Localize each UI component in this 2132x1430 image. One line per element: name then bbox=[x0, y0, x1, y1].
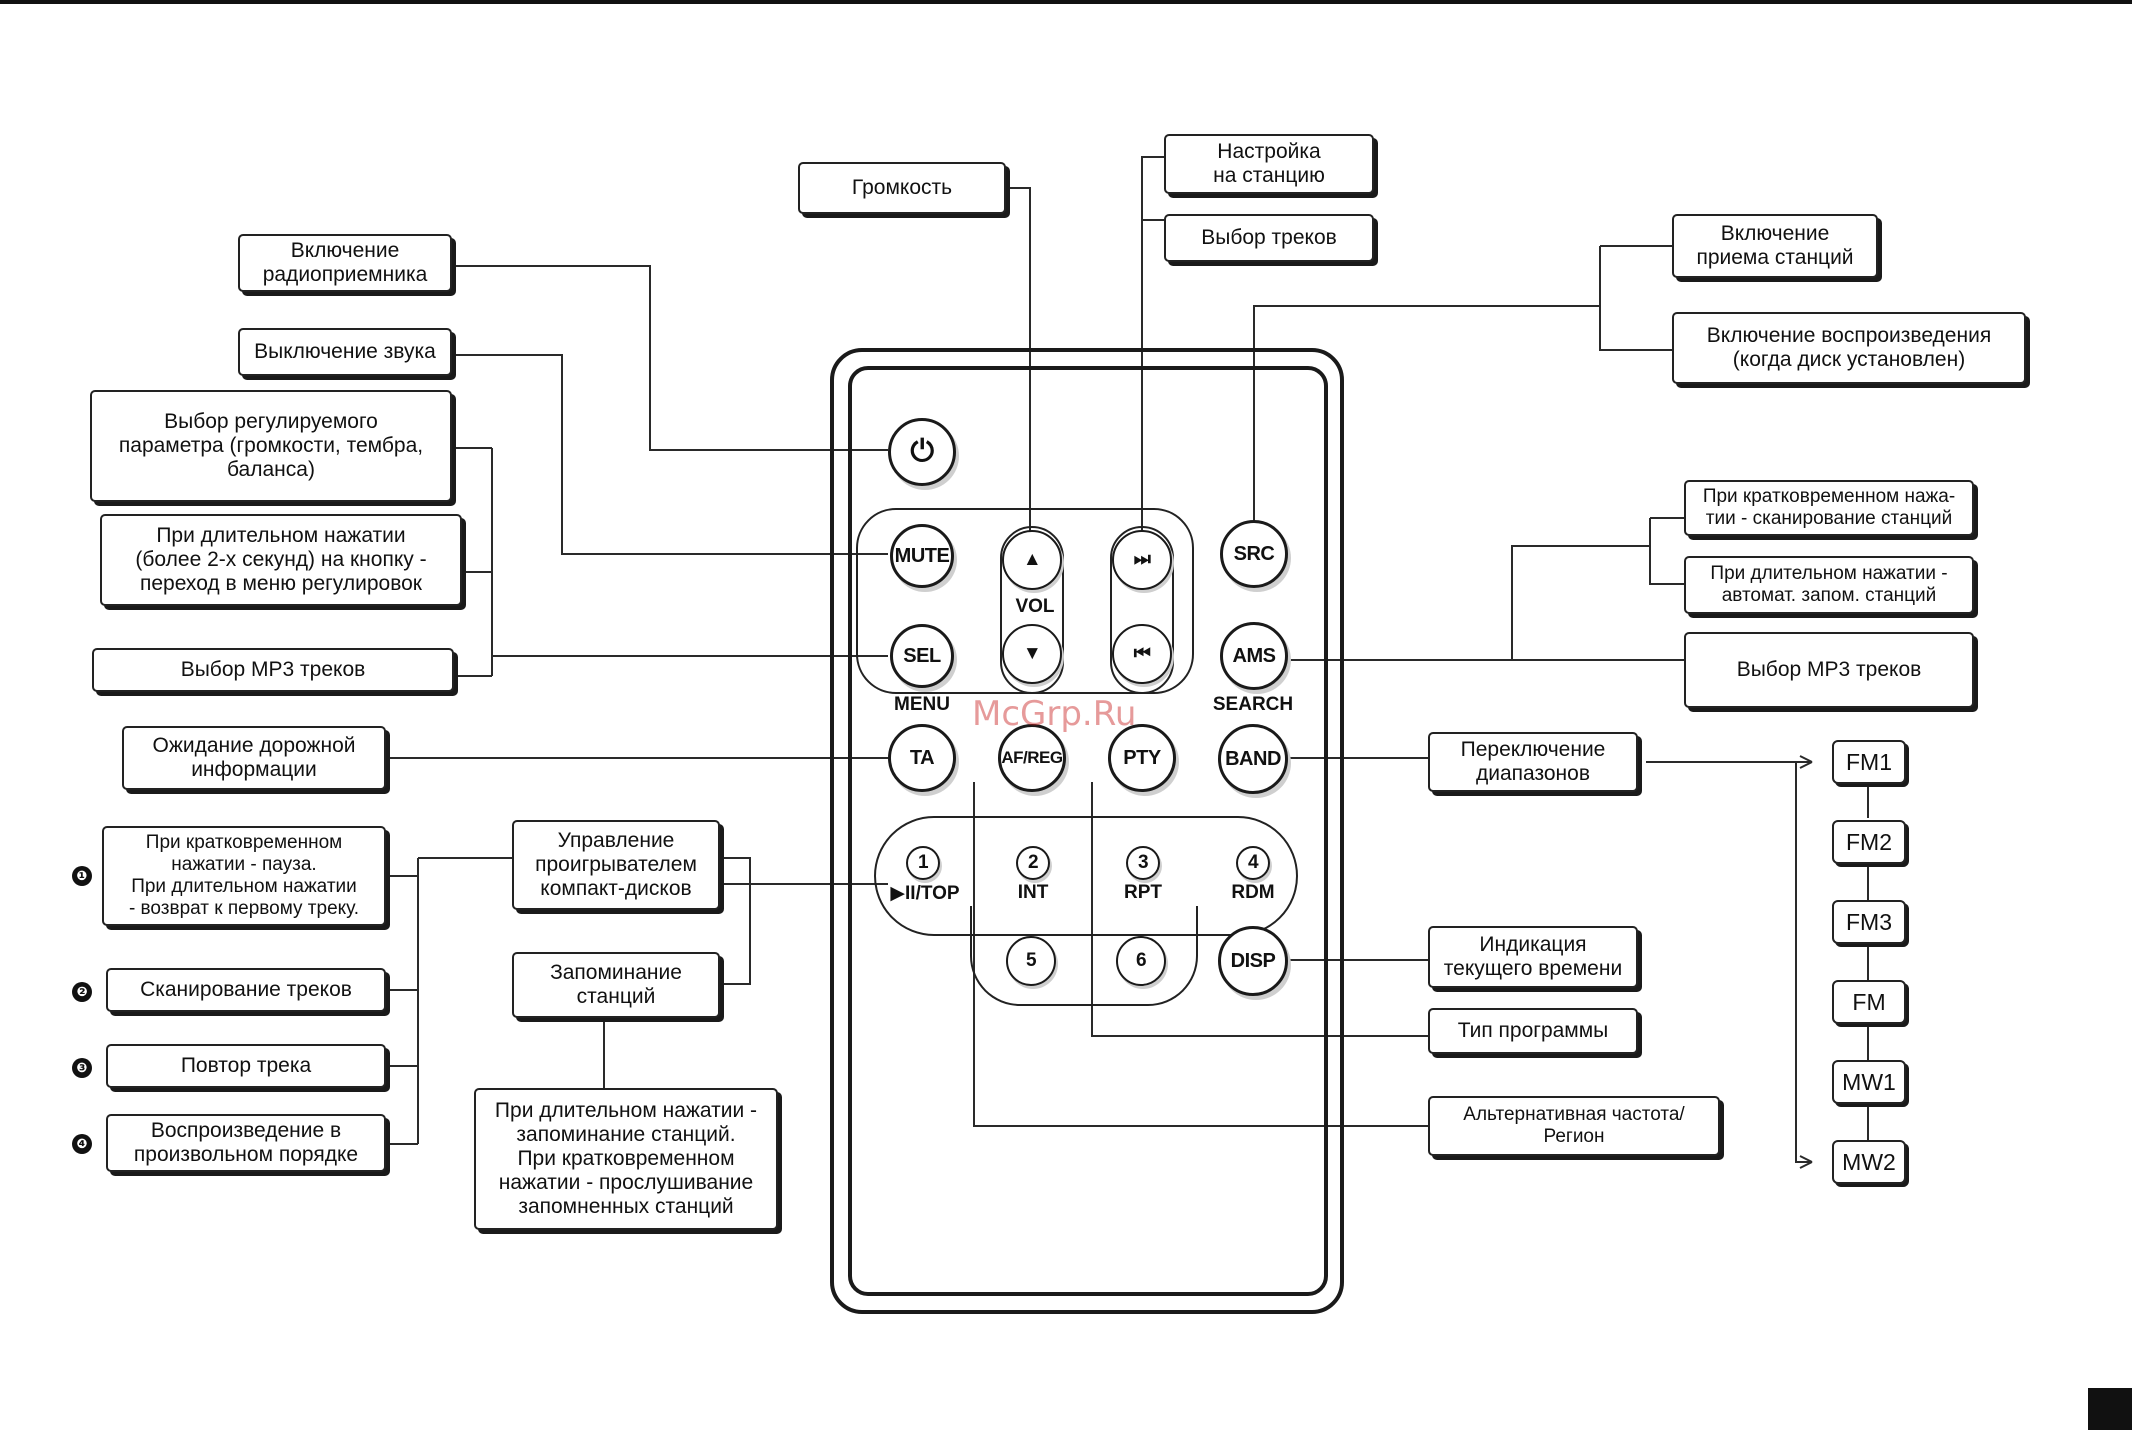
mp3-right-callout: Выбор MP3 треков bbox=[1684, 632, 1974, 708]
ams-button[interactable]: AMS bbox=[1220, 622, 1288, 690]
preset-2-button[interactable]: 2 bbox=[1016, 846, 1050, 880]
long-auto-callout: При длительном нажатии - автомат. запом.… bbox=[1684, 556, 1974, 614]
program-type-callout: Тип программы bbox=[1428, 1008, 1638, 1054]
power-icon: ⏻ bbox=[910, 435, 934, 468]
rpt-label: RPT bbox=[1124, 882, 1162, 903]
triangle-up-icon: ▲ bbox=[1022, 549, 1042, 570]
short-scan-callout: При кратковременном нажа- тии - сканиров… bbox=[1684, 480, 1974, 536]
search-label: SEARCH bbox=[1212, 694, 1294, 715]
bullet-3: ❸ bbox=[72, 1058, 92, 1078]
menu-label: MENU bbox=[894, 694, 950, 715]
random-callout: Воспроизведение в произвольном порядке bbox=[106, 1114, 386, 1172]
preset-6-button[interactable]: 6 bbox=[1116, 936, 1166, 986]
vol-rocker bbox=[1000, 526, 1064, 694]
disp-button[interactable]: DISP bbox=[1218, 926, 1288, 996]
bullet-1: ❶ bbox=[72, 866, 92, 886]
vol-label: VOL bbox=[1015, 596, 1055, 617]
traffic-wait-callout: Ожидание дорожной информации bbox=[122, 726, 386, 790]
tuning-callout: Настройка на станцию bbox=[1164, 134, 1374, 194]
playback-on-callout: Включение воспроизведения (когда диск ус… bbox=[1672, 312, 2026, 384]
radio-on-callout: Включение радиоприемника bbox=[238, 234, 452, 292]
alt-freq-callout: Альтернативная частота/ Регион bbox=[1428, 1096, 1720, 1156]
station-receive-callout: Включение приема станций bbox=[1672, 214, 1878, 278]
vol-up-button[interactable]: ▲ bbox=[1002, 530, 1062, 590]
mp3-left-callout: Выбор MP3 треков bbox=[92, 648, 454, 692]
int-label: INT bbox=[1017, 882, 1049, 903]
track-rocker bbox=[1110, 526, 1174, 694]
param-select-callout: Выбор регулируемого параметра (громкости… bbox=[90, 390, 452, 502]
clock-callout: Индикация текущего времени bbox=[1428, 926, 1638, 988]
long-press-menu-callout: При длительном нажатии (более 2-х секунд… bbox=[100, 514, 462, 606]
memory-info-callout: При длительном нажатии - запоминание ста… bbox=[474, 1088, 778, 1230]
volume-callout: Громкость bbox=[798, 162, 1006, 214]
band-mw1: MW1 bbox=[1832, 1060, 1906, 1104]
track-select-callout: Выбор треков bbox=[1164, 214, 1374, 262]
bullet-4: ❹ bbox=[72, 1134, 92, 1154]
prev-track-button[interactable]: ⏮ bbox=[1112, 624, 1172, 684]
band-mw2: MW2 bbox=[1832, 1140, 1906, 1184]
track-scan-callout: Сканирование треков bbox=[106, 968, 386, 1012]
preset-4-button[interactable]: 4 bbox=[1236, 846, 1270, 880]
next-track-button[interactable]: ⏭ bbox=[1112, 530, 1172, 590]
repeat-callout: Повтор трека bbox=[106, 1044, 386, 1088]
preset-5-button[interactable]: 5 bbox=[1006, 936, 1056, 986]
sel-button[interactable]: SEL bbox=[890, 624, 954, 688]
watermark: McGrp.Ru bbox=[972, 694, 1137, 734]
band-button[interactable]: BAND bbox=[1218, 724, 1288, 794]
band-fm: FM bbox=[1832, 980, 1906, 1024]
skip-forward-icon: ⏭ bbox=[1133, 549, 1151, 570]
band-fm3: FM3 bbox=[1832, 900, 1906, 944]
power-button[interactable]: ⏻ bbox=[888, 418, 956, 486]
preset-3-button[interactable]: 3 bbox=[1126, 846, 1160, 880]
top-label: ▶II/TOP bbox=[890, 883, 960, 904]
top-rule bbox=[0, 0, 2132, 4]
lower-preset-zone bbox=[970, 906, 1198, 1006]
corner-mark bbox=[2088, 1388, 2132, 1430]
band-fm2: FM2 bbox=[1832, 820, 1906, 864]
band-fm1: FM1 bbox=[1832, 740, 1906, 784]
pty-button[interactable]: PTY bbox=[1108, 724, 1176, 792]
ta-button[interactable]: TA bbox=[888, 724, 956, 792]
memory-callout: Запоминание станций bbox=[512, 952, 720, 1018]
pause-info-callout: При кратковременном нажатии - пауза. При… bbox=[102, 826, 386, 926]
vol-down-button[interactable]: ▼ bbox=[1002, 624, 1062, 684]
preset-button-zone bbox=[874, 816, 1298, 936]
rdm-label: RDM bbox=[1231, 882, 1275, 903]
preset-1-button[interactable]: 1 bbox=[906, 846, 940, 880]
mute-callout: Выключение звука bbox=[238, 328, 452, 376]
remote-body-inner bbox=[848, 366, 1328, 1296]
triangle-down-icon: ▼ bbox=[1022, 643, 1042, 664]
bullet-2: ❷ bbox=[72, 982, 92, 1002]
mute-button[interactable]: MUTE bbox=[890, 524, 954, 588]
cd-control-callout: Управление проигрывателем компакт-дисков bbox=[512, 820, 720, 910]
skip-back-icon: ⏮ bbox=[1133, 643, 1151, 664]
band-switch-callout: Переключение диапазонов bbox=[1428, 732, 1638, 792]
remote-body-outline bbox=[830, 348, 1344, 1314]
af-reg-button[interactable]: AF/REG bbox=[998, 724, 1066, 792]
src-button[interactable]: SRC bbox=[1220, 520, 1288, 588]
